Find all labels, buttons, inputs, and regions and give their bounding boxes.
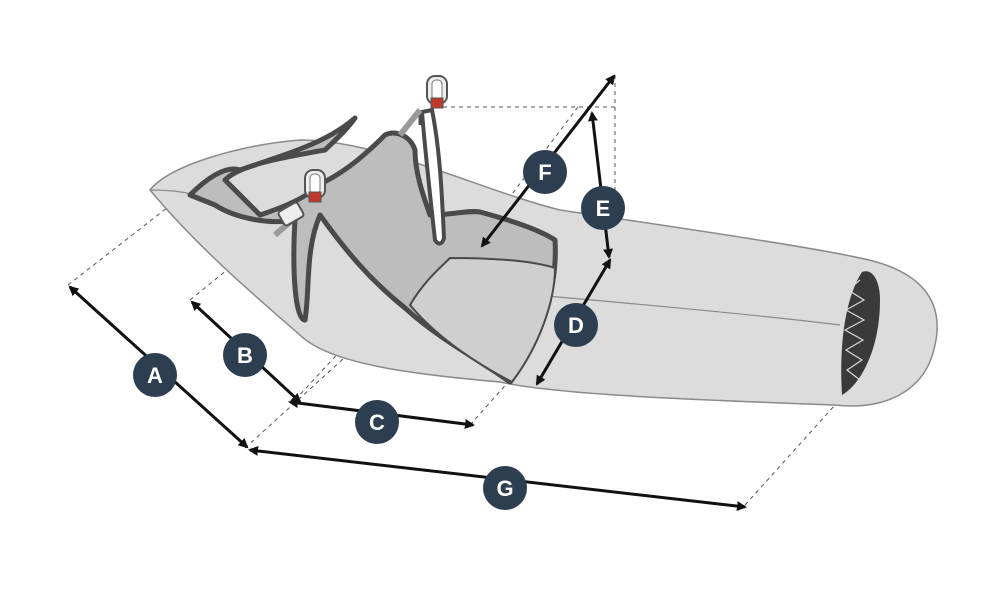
carabiner-icon	[304, 169, 326, 203]
badge-label-C: C	[369, 410, 385, 435]
badge-label-B: B	[237, 343, 253, 368]
badge-label-D: D	[568, 313, 584, 338]
badge-D: D	[554, 303, 598, 347]
badge-label-A: A	[147, 363, 163, 388]
badge-G: G	[483, 466, 527, 510]
badge-A: A	[133, 353, 177, 397]
zipper-icon	[841, 271, 880, 395]
harness-seat	[187, 107, 558, 385]
carabiner-icon	[426, 75, 448, 109]
badge-F: F	[523, 150, 567, 194]
badge-E: E	[581, 186, 625, 230]
badge-C: C	[355, 400, 399, 444]
badge-label-E: E	[596, 196, 611, 221]
badge-label-F: F	[538, 160, 551, 185]
badge-label-G: G	[496, 476, 513, 501]
badge-B: B	[223, 333, 267, 377]
buckle-icon	[277, 201, 305, 227]
